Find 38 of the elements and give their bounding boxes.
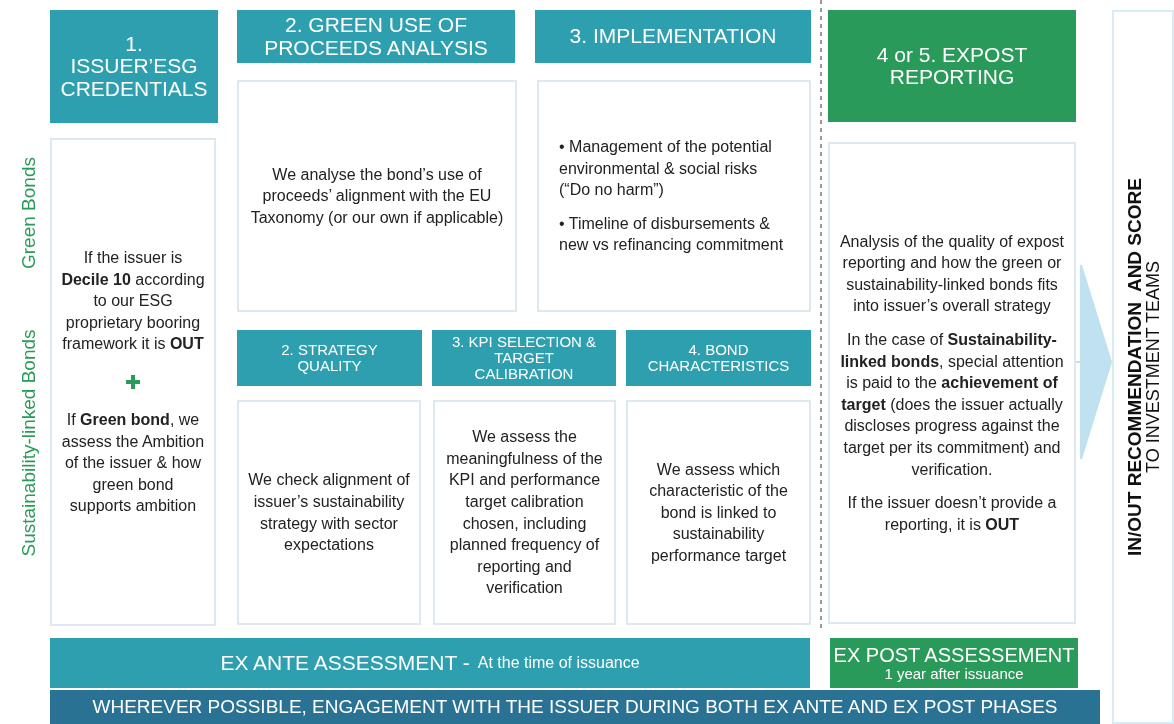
header-box: 4. BOND CHARACTERISTICS (626, 330, 811, 386)
panel-text: Analysis of the quality of expost reporting and how the green or sustainability-linked bonds fits into issuer’s overall strategy (838, 231, 1066, 317)
engagement-bar: WHEREVER POSSIBLE, ENGAGEMENT WITH THE ISSUER DURING BOTH EX ANTE AND EX POST PHASES (50, 690, 1100, 724)
panel-text: • Management of the potential environmental & social risks (“Do no harm”) (559, 137, 773, 201)
panel-text: We analyse the bond’s use of proceeds’ alignment with the EU Taxonomy (or our own if applicable) (249, 164, 505, 228)
bar-title: EX POST ASSESSEMENT (833, 644, 1075, 666)
header-box: 2. STRATEGY QUALITY (237, 330, 422, 386)
panel-text: If the issuer doesn’t provide a reporting, it is OUT (846, 493, 1058, 535)
ex-ante-bar (50, 638, 810, 688)
outcome-panel (1112, 10, 1174, 724)
text-panel (626, 400, 811, 625)
text-panel (433, 400, 616, 625)
panel-text: If the issuer is Decile 10 according to our ESG proprietary booring framework it is OUT (60, 248, 206, 355)
panel-text: We assess which characteristic of the bond is linked to sustainability performance target (648, 459, 789, 566)
panel-text: • Timeline of disbursements & new vs refinancing commitment (559, 213, 785, 256)
text-panel (237, 80, 517, 312)
outcome-title: IN/OUT RECOMMENDATION AND SCORE (1124, 178, 1144, 556)
text-panel (237, 400, 421, 625)
text-panel (828, 142, 1076, 624)
panel-text: We assess the meaningfulness of the KPI and performance target calibration chosen, including planned frequency of reporting and verification (445, 427, 604, 599)
bar-subtitle: At the time of issuance (477, 653, 640, 673)
header-box: 3. KPI SELECTION & TARGET CALIBRATION (432, 330, 616, 386)
outcome-subtitle: TO INVESTMENT TEAMS (1143, 261, 1162, 474)
bar-subtitle: 1 year after issuance (884, 665, 1024, 682)
header-box: 4 or 5. EXPOST REPORTING (828, 10, 1076, 122)
bar-title: EX ANTE ASSESSMENT - (220, 650, 470, 677)
header-box: 2. GREEN USE OF PROCEEDS ANALYSIS (237, 10, 515, 63)
header-box: 1. ISSUER’ESG CREDENTIALS (50, 10, 218, 123)
ex-post-bar (830, 638, 1078, 688)
chevron-arrow (1075, 264, 1113, 460)
header-box: 3. IMPLEMENTATION (535, 10, 811, 63)
panel-text: We check alignment of issuer’s sustainability strategy with sector expectations (247, 470, 411, 556)
row-label: Green Bonds (16, 157, 40, 269)
text-panel (50, 138, 216, 626)
row-label: Sustainability-linked Bonds (16, 329, 40, 557)
text-panel (537, 80, 811, 312)
panel-text: In the case of Sustainability-linked bonds, special attention is paid to the achievement of target (does the issuer actually discloses progress against the target per its commitment) and verification. (839, 330, 1065, 480)
panel-text: If Green bond, we assess the Ambition of the issuer & how green bond supports ambition (60, 410, 206, 517)
